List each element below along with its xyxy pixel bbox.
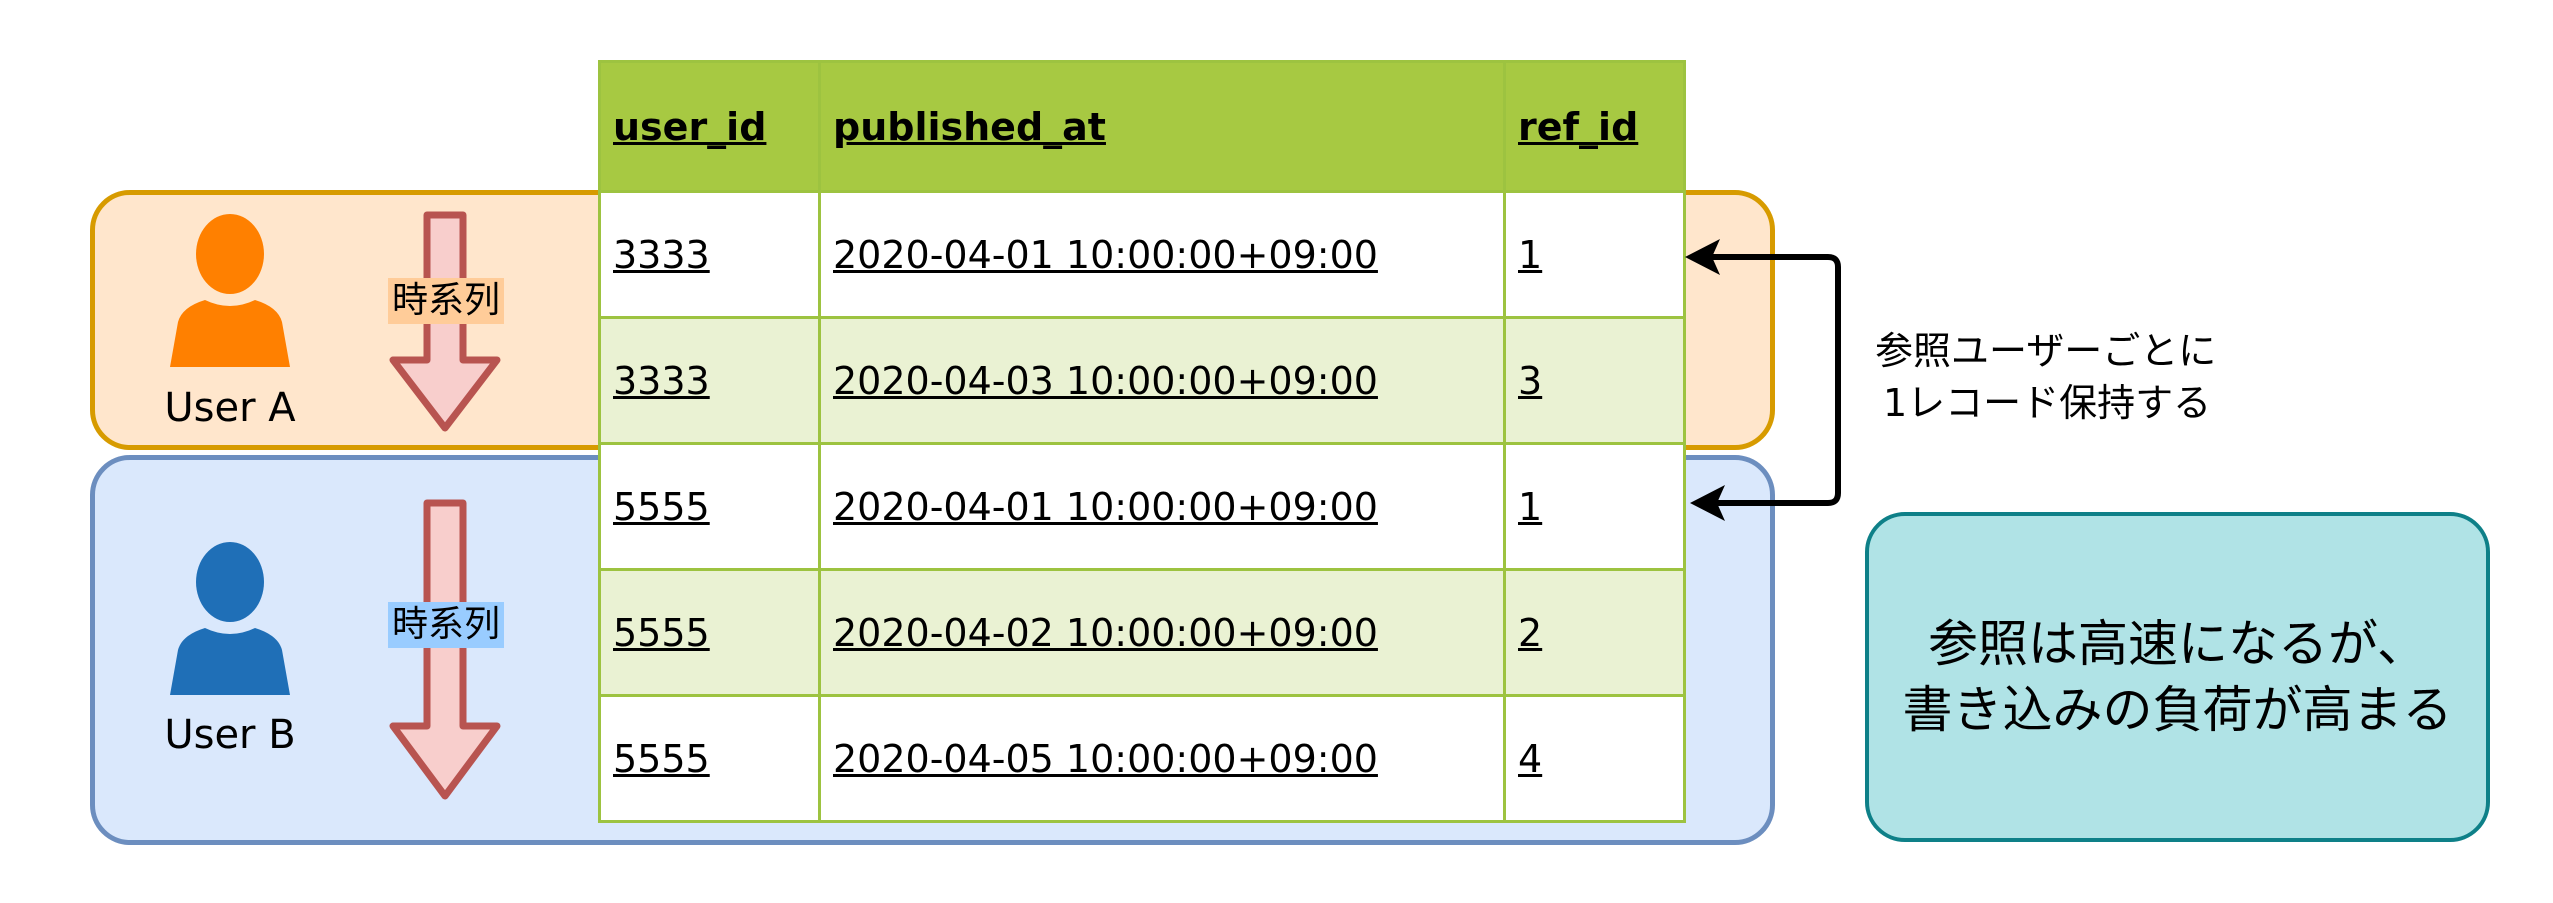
cell-ref-id: 1 bbox=[1503, 190, 1686, 319]
tradeoff-callout: 参照は高速になるが、 書き込みの負荷が高まる bbox=[1865, 512, 2490, 842]
cell-user-id: 3333 bbox=[598, 190, 821, 319]
ref-note-line-2: 1レコード保持する bbox=[1883, 381, 2212, 425]
user-a-label: User A bbox=[164, 385, 296, 431]
cell-published-at: 2020-04-05 10:00:00+09:00 bbox=[818, 694, 1506, 823]
cell-ref-id: 1 bbox=[1503, 442, 1686, 571]
cell-published-at: 2020-04-01 10:00:00+09:00 bbox=[818, 442, 1506, 571]
user-b-person-icon bbox=[170, 542, 290, 695]
callout-line-2: 書き込みの負荷が高まる bbox=[1902, 681, 2453, 739]
table-row: 3333 2020-04-01 10:00:00+09:00 1 bbox=[598, 190, 1686, 319]
ref-connector-arrow-icon bbox=[1685, 239, 1841, 521]
cell-ref-id: 4 bbox=[1503, 694, 1686, 823]
column-header-ref-id: ref_id bbox=[1503, 60, 1686, 193]
user-b-timeline-arrow-icon bbox=[389, 499, 501, 800]
callout-line-1: 参照は高速になるが、 bbox=[1928, 615, 2427, 673]
user-a-person-icon bbox=[170, 214, 290, 367]
cell-published-at: 2020-04-03 10:00:00+09:00 bbox=[818, 316, 1506, 445]
column-header-user-id: user_id bbox=[598, 60, 821, 193]
cell-published-at: 2020-04-01 10:00:00+09:00 bbox=[818, 190, 1506, 319]
cell-user-id: 5555 bbox=[598, 442, 821, 571]
cell-ref-id: 3 bbox=[1503, 316, 1686, 445]
table-header-row: user_id published_at ref_id bbox=[598, 60, 1686, 193]
cell-user-id: 5555 bbox=[598, 568, 821, 697]
user-b-series-label: 時系列 bbox=[388, 602, 505, 648]
column-header-published-at: published_at bbox=[818, 60, 1506, 193]
table-row: 5555 2020-04-01 10:00:00+09:00 1 bbox=[598, 442, 1686, 571]
table-row: 5555 2020-04-05 10:00:00+09:00 4 bbox=[598, 694, 1686, 823]
cell-user-id: 3333 bbox=[598, 316, 821, 445]
cell-user-id: 5555 bbox=[598, 694, 821, 823]
table-row: 5555 2020-04-02 10:00:00+09:00 2 bbox=[598, 568, 1686, 697]
records-table: user_id published_at ref_id 3333 2020-04… bbox=[598, 60, 1686, 823]
ref-note-line-1: 参照ユーザーごとに bbox=[1875, 329, 2217, 373]
ref-note: 参照ユーザーごとに 1レコード保持する bbox=[1875, 325, 2216, 429]
table-row: 3333 2020-04-03 10:00:00+09:00 3 bbox=[598, 316, 1686, 445]
cell-published-at: 2020-04-02 10:00:00+09:00 bbox=[818, 568, 1506, 697]
user-b-label: User B bbox=[164, 712, 296, 758]
user-a-series-label: 時系列 bbox=[388, 278, 505, 324]
cell-ref-id: 2 bbox=[1503, 568, 1686, 697]
